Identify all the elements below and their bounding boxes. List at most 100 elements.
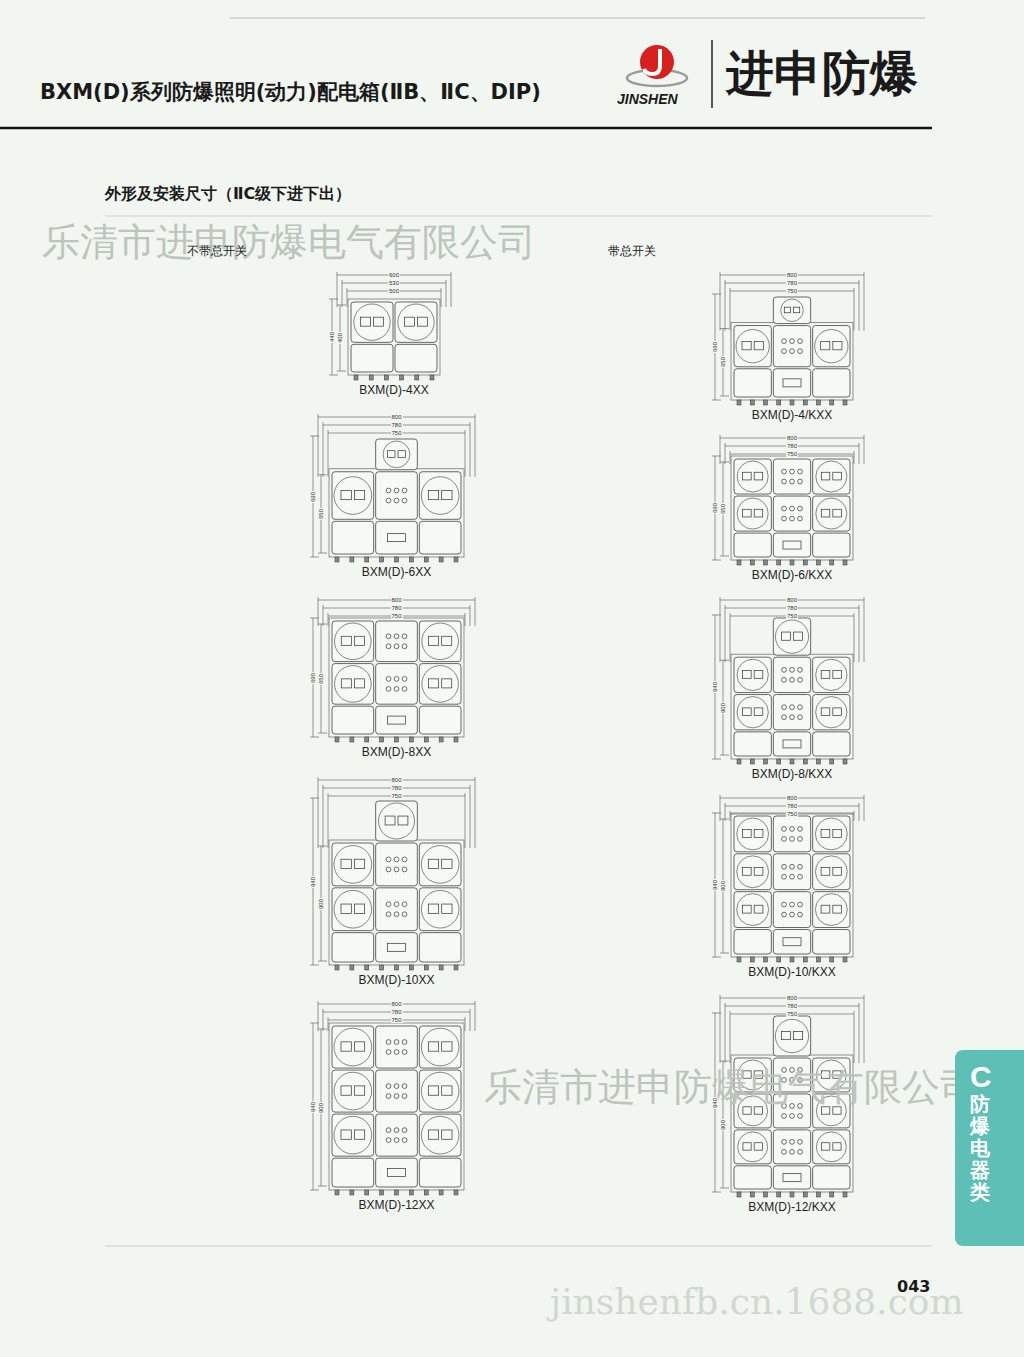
indicator-symbol <box>402 902 407 907</box>
module-housing <box>813 533 850 557</box>
breaker-symbol <box>354 859 364 868</box>
dimension-text: 600 <box>388 272 400 278</box>
module-housing <box>376 1158 418 1187</box>
cable-gland <box>830 759 834 764</box>
cable-gland <box>350 557 354 562</box>
cable-gland <box>777 560 781 565</box>
cable-gland <box>439 965 443 970</box>
indicator-symbol <box>790 837 795 842</box>
nameplate <box>388 534 406 542</box>
dimension-line <box>470 605 471 626</box>
module-housing <box>376 664 418 705</box>
enclosure-frame <box>329 1023 464 1190</box>
cable-gland <box>830 957 834 962</box>
indicator-symbol <box>394 686 399 691</box>
footer-rule <box>105 1246 932 1247</box>
indicator-symbol <box>386 1128 391 1133</box>
module-cover <box>775 1019 808 1052</box>
module-housing <box>734 854 771 890</box>
breaker-symbol <box>354 1130 364 1139</box>
indicator-symbol <box>386 1094 391 1099</box>
cable-gland <box>737 400 741 405</box>
module-housing <box>813 657 850 692</box>
dimension-text: 780 <box>390 785 402 791</box>
dimension-line <box>854 288 855 331</box>
module-cover <box>815 818 847 850</box>
indicator-symbol <box>402 686 407 691</box>
indicator-symbol <box>394 1084 399 1089</box>
module-cover <box>816 498 847 529</box>
indicator-symbol <box>798 516 803 521</box>
module-cover <box>816 697 847 728</box>
indicator-symbol <box>790 1149 795 1154</box>
cable-gland <box>365 1190 369 1195</box>
indicator-symbol <box>798 479 803 484</box>
module-housing <box>332 521 374 554</box>
indicator-symbol <box>386 498 391 503</box>
enclosure-frame <box>731 456 853 560</box>
module-cover <box>737 461 768 492</box>
cable-gland <box>350 965 354 970</box>
cable-gland <box>409 965 413 970</box>
module-housing <box>734 459 771 494</box>
dimension-text: 800 <box>786 272 798 278</box>
module-housing <box>773 1166 810 1189</box>
dimension-text: 900 <box>318 1101 324 1113</box>
indicator-symbol <box>782 339 787 344</box>
dimension-line <box>475 597 476 626</box>
dimension-text: 750 <box>786 811 798 817</box>
indicator-symbol <box>782 1139 787 1144</box>
indicator-symbol <box>402 488 407 493</box>
module-housing <box>419 1158 461 1187</box>
module-housing <box>376 1026 418 1068</box>
indicator-symbol <box>394 1050 399 1055</box>
dimension-text: 800 <box>786 435 798 441</box>
indicator-symbol <box>394 644 399 649</box>
cable-gland <box>365 557 369 562</box>
indicator-symbol <box>782 874 787 879</box>
dimension-line <box>318 553 327 554</box>
breaker-symbol <box>442 904 452 913</box>
module-housing <box>419 843 461 886</box>
dimension-line <box>712 813 721 814</box>
breaker-symbol <box>405 317 415 326</box>
dimension-line <box>712 957 721 958</box>
module-cover <box>781 299 804 322</box>
dimension-line <box>337 272 338 307</box>
module-cover <box>421 1028 459 1066</box>
watermark: 乐清市进申防爆电气有限公司 <box>484 1066 978 1110</box>
module-housing <box>813 695 850 730</box>
module-cover <box>379 803 415 839</box>
module-cover <box>737 659 768 690</box>
cable-gland <box>790 1192 794 1197</box>
cable-gland <box>369 375 373 380</box>
breaker-symbol <box>361 317 371 326</box>
indicator-symbol <box>790 339 795 344</box>
breaker-symbol <box>821 509 830 517</box>
module-housing <box>332 888 374 931</box>
dimension-text: 780 <box>786 1003 798 1009</box>
indicator-symbol <box>790 912 795 917</box>
indicator-symbol <box>790 1114 795 1119</box>
cable-gland <box>737 759 741 764</box>
dimension-line <box>446 280 447 307</box>
dimension-line <box>318 1029 327 1030</box>
dimension-text: 940 <box>310 875 316 887</box>
module-cover <box>775 620 808 653</box>
breaker-symbol <box>781 1031 790 1039</box>
dimension-text: 780 <box>786 280 798 286</box>
cable-gland <box>424 1190 428 1195</box>
watermark: 乐清市进申防爆电气有限公司 <box>42 221 536 265</box>
dimension-line <box>720 462 729 463</box>
dimension-line <box>470 785 471 848</box>
dimension-line <box>465 1017 466 1031</box>
cable-gland <box>409 557 413 562</box>
indicator-symbol <box>782 912 787 917</box>
nameplate <box>783 541 801 549</box>
enclosure-drawings <box>310 272 864 1197</box>
logo-divider <box>711 40 713 108</box>
breaker-symbol <box>754 671 763 679</box>
cable-gland <box>409 1190 413 1195</box>
module-housing <box>734 816 771 852</box>
dimension-line <box>475 1001 476 1031</box>
